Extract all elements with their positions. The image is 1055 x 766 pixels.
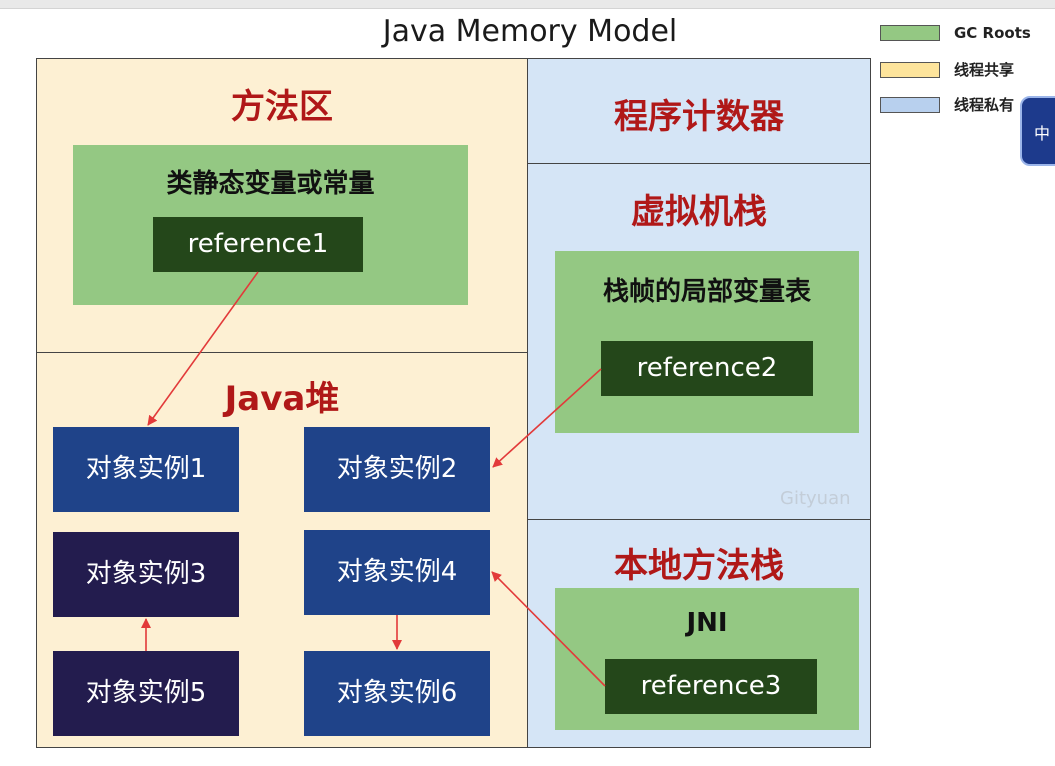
legend-shared: 线程共享: [880, 59, 1014, 80]
object-instance-2: 对象实例2: [304, 427, 490, 512]
pc-register-region: 程序计数器: [527, 58, 871, 164]
legend-label: GC Roots: [954, 24, 1031, 42]
reference1-box: reference1: [153, 217, 363, 272]
arrow-reference3-to-instance4: [491, 571, 606, 687]
legend-label: 线程共享: [954, 61, 1015, 79]
side-floating-badge[interactable]: 中: [1020, 96, 1055, 166]
native-method-stack-title: 本地方法栈: [614, 546, 784, 586]
legend-swatch-gc-roots: [880, 25, 940, 41]
reference3-box: reference3: [605, 659, 817, 714]
browser-top-bar: [0, 0, 1055, 9]
arrow-reference2-to-instance2: [492, 368, 602, 468]
heap-title: Java堆: [224, 379, 340, 419]
method-area-title: 方法区: [231, 87, 333, 127]
local-variable-table-label: 栈帧的局部变量表: [602, 277, 811, 307]
static-variables-box: 类静态变量或常量: [73, 145, 468, 305]
legend-swatch-private: [880, 96, 940, 113]
pc-register-title: 程序计数器: [614, 97, 784, 137]
object-instance-3: 对象实例3: [53, 532, 239, 617]
object-instance-6: 对象实例6: [304, 651, 490, 736]
diagram-title: Java Memory Model: [382, 14, 678, 49]
object-instance-5: 对象实例5: [53, 651, 239, 736]
legend-private: 线程私有: [880, 94, 1014, 115]
reference2-box: reference2: [601, 341, 813, 396]
arrow-reference1-to-instance1: [147, 271, 259, 426]
jni-label: JNI: [686, 608, 728, 638]
object-instance-1: 对象实例1: [53, 427, 239, 512]
legend-gc-roots: GC Roots: [880, 24, 1031, 42]
static-variables-label: 类静态变量或常量: [166, 169, 375, 199]
vm-stack-title: 虚拟机栈: [631, 192, 767, 232]
legend-label: 线程私有: [954, 96, 1015, 114]
object-instance-4: 对象实例4: [304, 530, 490, 615]
watermark: Gityuan: [780, 488, 851, 509]
legend-swatch-shared: [880, 61, 940, 78]
